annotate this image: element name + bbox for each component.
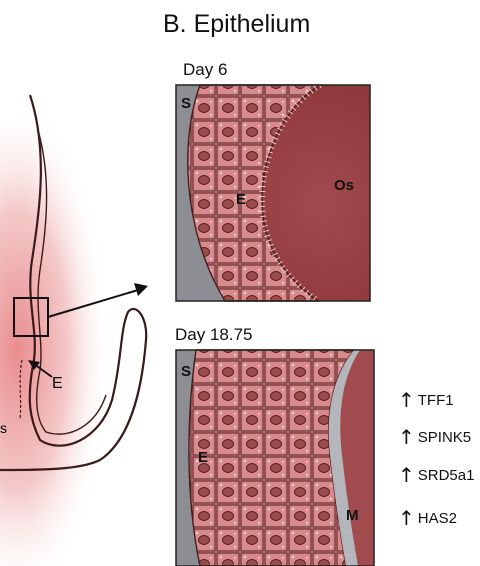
gene-label: HAS2: [418, 510, 457, 527]
overview-tissue: E s: [0, 95, 170, 566]
day18-panel: S E M: [176, 350, 374, 566]
day6-time-label: Day 6: [183, 60, 227, 80]
day6-os-label: Os: [334, 177, 354, 194]
gene-label: SPINK5: [418, 429, 471, 446]
overview-partial-label: s: [0, 420, 7, 436]
gene-label: TFF1: [418, 392, 454, 409]
day18-e-label: E: [198, 449, 208, 466]
panel-title: B. Epithelium: [163, 10, 310, 39]
tissue-glow: [0, 120, 170, 566]
gene-up-2: ↑ SPINK5: [398, 427, 471, 447]
up-arrow-icon: ↑: [398, 465, 415, 485]
up-arrow-icon: ↑: [398, 508, 415, 528]
gene-up-4: ↑ HAS2: [398, 508, 457, 528]
day18-time-label: Day 18.75: [175, 325, 253, 345]
day18-m-label: M: [346, 507, 359, 524]
gene-up-1: ↑ TFF1: [398, 390, 454, 410]
day18-epithelium: [189, 350, 354, 566]
up-arrow-icon: ↑: [398, 390, 415, 410]
overview-e-label: E: [52, 375, 63, 392]
up-arrow-icon: ↑: [398, 427, 415, 447]
day6-s-label: S: [181, 95, 191, 112]
gene-up-3: ↑ SRD5a1: [398, 465, 474, 485]
day6-panel: S E Os: [176, 85, 370, 301]
day18-s-label: S: [181, 363, 191, 380]
gene-label: SRD5a1: [418, 467, 475, 484]
day6-e-label: E: [236, 191, 246, 208]
